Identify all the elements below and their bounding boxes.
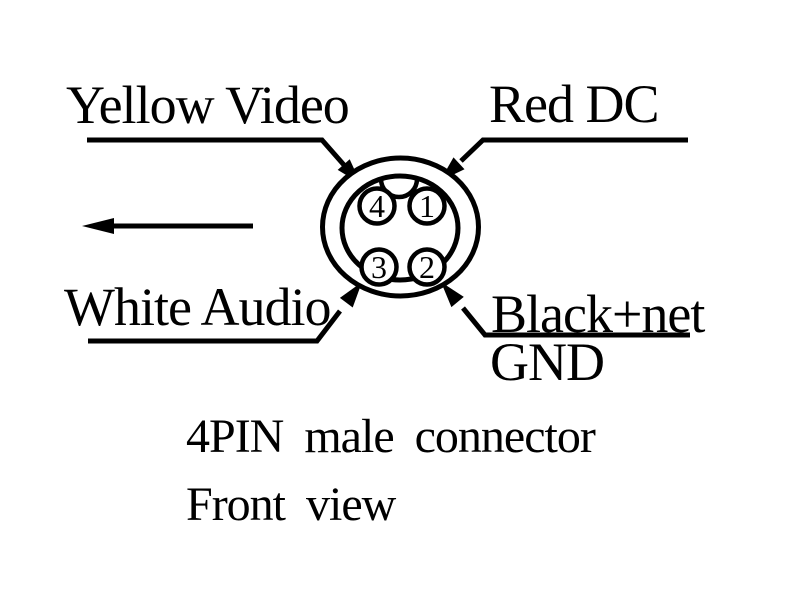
pin-number-4: 4	[369, 188, 385, 224]
pin-number-1: 1	[419, 188, 435, 224]
label-gnd: GND	[490, 332, 605, 392]
label-white-audio: White Audio	[64, 277, 331, 337]
caption-connector-type: 4PIN male connector	[186, 410, 596, 463]
direction-arrowhead-icon	[82, 218, 114, 234]
direction-arrow	[82, 218, 253, 234]
pin-number-3: 3	[371, 249, 387, 285]
leader-line-red-dc	[440, 137, 688, 181]
leader-arrowhead-icon	[339, 282, 362, 308]
pin-1: 1	[407, 186, 447, 226]
caption-view: Front view	[186, 478, 396, 531]
pin-circle-4	[357, 186, 397, 226]
pin-4: 4	[357, 186, 397, 226]
leader-line-black-gnd	[441, 282, 690, 338]
keyway-notch	[378, 178, 420, 200]
leader-line-white-audio	[88, 282, 362, 344]
pin-circle-2	[407, 247, 447, 287]
pin-3: 3	[359, 247, 399, 287]
pin-2: 2	[407, 247, 447, 287]
pin-circle-3	[359, 247, 399, 287]
pin-number-2: 2	[419, 249, 435, 285]
pin-circle-1	[407, 186, 447, 226]
label-red-dc: Red DC	[489, 74, 659, 134]
leader-arrowhead-icon	[441, 282, 464, 308]
leader-line-yellow-video	[87, 137, 361, 184]
label-yellow-video: Yellow Video	[66, 75, 350, 135]
label-black-net: Black+net	[491, 284, 705, 344]
